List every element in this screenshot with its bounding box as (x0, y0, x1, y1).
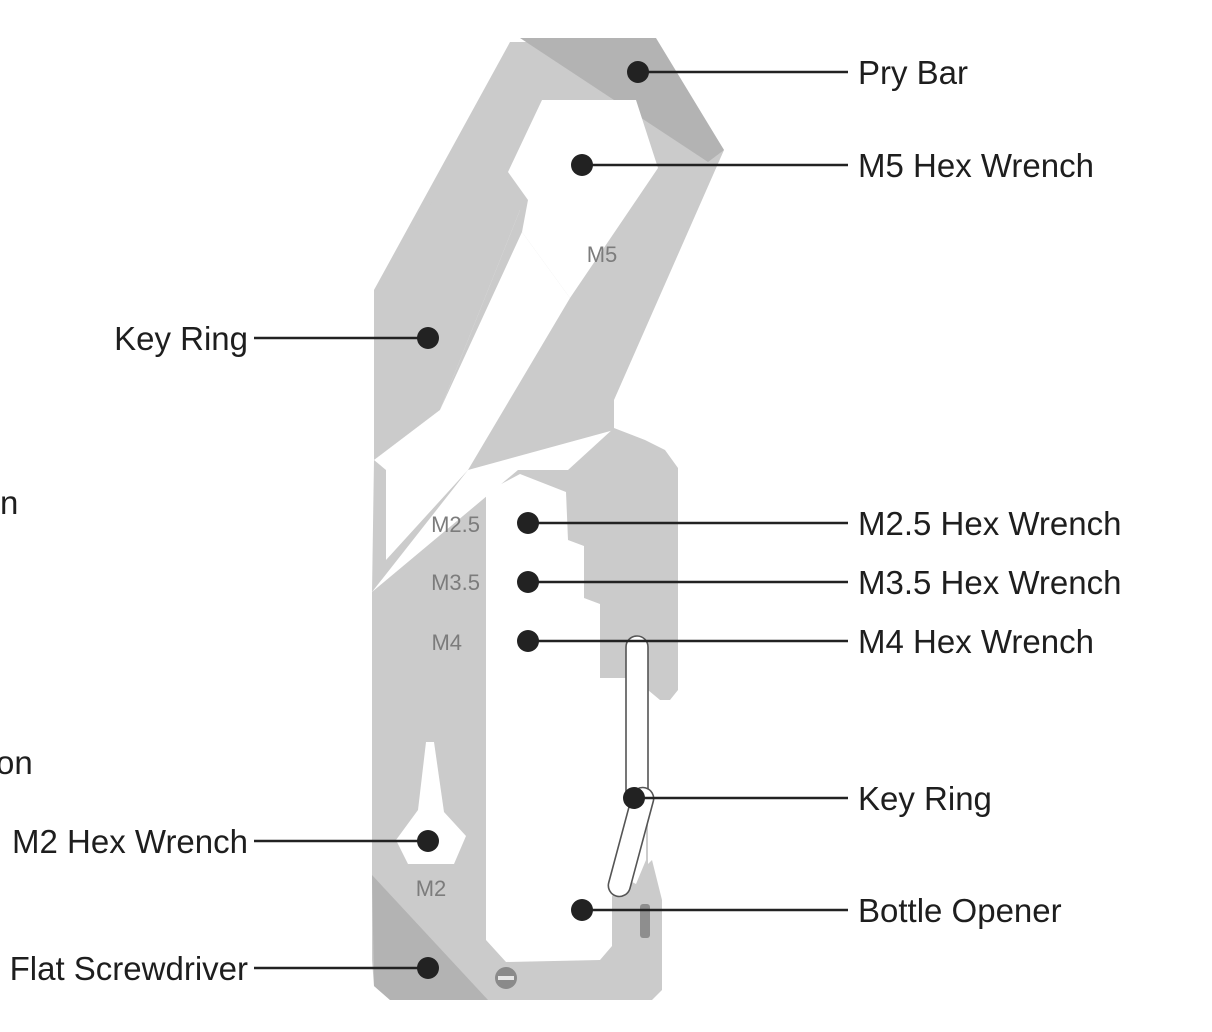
engraving-m5: M5 (587, 242, 618, 267)
engraving-m3-5: M3.5 (431, 570, 480, 595)
label-key-ring-upper: Key Ring (114, 320, 248, 357)
cropped-text-fragment-2: on (0, 744, 33, 781)
label-m4-hex-wrench: M4 Hex Wrench (858, 623, 1094, 660)
cropped-text-fragment-1: n (0, 484, 18, 521)
key-ring-loop (625, 635, 649, 807)
m5-hex-opening (508, 100, 658, 298)
multitool-body (372, 38, 724, 1000)
label-key-ring-lower: Key Ring (858, 780, 992, 817)
label-m5-hex-wrench: M5 Hex Wrench (858, 147, 1094, 184)
dot-key-ring-upper (417, 327, 439, 349)
label-m3-5-hex-wrench: M3.5 Hex Wrench (858, 564, 1121, 601)
leaders-left (254, 327, 439, 979)
dot-m5 (571, 154, 593, 176)
key-ring-channel (374, 232, 570, 560)
key-ring-arm (374, 190, 520, 460)
leaders-right (517, 61, 848, 921)
dot-m3-5 (517, 571, 539, 593)
screw-slot (498, 976, 514, 980)
engraving-m4: M4 (431, 630, 462, 655)
dot-bottle-opener (571, 899, 593, 921)
label-m2-hex-wrench: M2 Hex Wrench (12, 823, 248, 860)
key-ring-gate (607, 786, 655, 898)
label-bottle-opener: Bottle Opener (858, 892, 1062, 929)
dot-flat-screwdriver (417, 957, 439, 979)
inner-cut (486, 474, 646, 962)
engraving-m2-5: M2.5 (431, 512, 480, 537)
bottle-opener-tab (640, 904, 650, 938)
m2-hex-opening (396, 742, 466, 864)
dot-m2-5 (517, 512, 539, 534)
label-flat-screwdriver: Flat Screwdriver (10, 950, 248, 987)
dot-m4 (517, 630, 539, 652)
dot-m2 (417, 830, 439, 852)
label-m2-5-hex-wrench: M2.5 Hex Wrench (858, 505, 1121, 542)
label-pry-bar: Pry Bar (858, 54, 968, 91)
dot-pry-bar (627, 61, 649, 83)
dot-key-ring-lower (623, 787, 645, 809)
engraving-m2: M2 (416, 876, 447, 901)
